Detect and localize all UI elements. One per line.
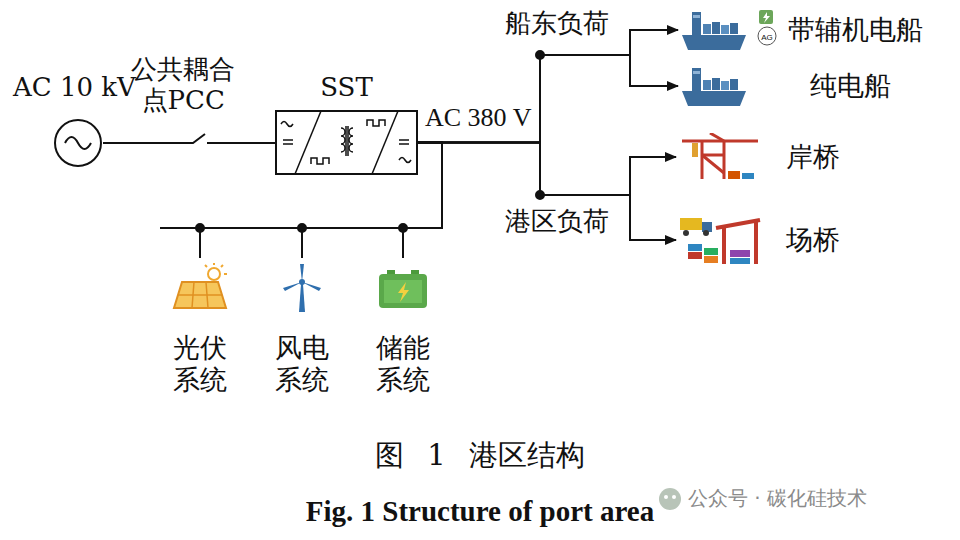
icon — [682, 8, 782, 52]
system-label: 光伏系统 — [172, 332, 229, 397]
watermark: 公众号 · 碳化硅技术 — [688, 486, 867, 510]
pv-system: 光伏系统 — [170, 258, 230, 397]
watermark-icon — [659, 488, 681, 510]
sst-box: SST — [275, 110, 418, 175]
text-label: 港区负荷 — [505, 206, 609, 237]
connector — [418, 143, 676, 241]
crane-load: 场桥 — [680, 214, 840, 266]
crane-load: 岸桥 — [680, 133, 840, 181]
load-label: 岸桥 — [786, 141, 840, 173]
icon — [680, 214, 780, 266]
system-label: 储能系统 — [375, 332, 432, 397]
icon — [680, 133, 780, 181]
ship-load: 纯电船 — [682, 64, 891, 108]
edge-label: 公共耦合点PCC — [126, 54, 240, 116]
icon — [170, 262, 230, 312]
wind-system: 风电系统 — [272, 258, 332, 397]
text-label: AG — [757, 33, 777, 43]
figure-caption: 图 1 港区结构 — [0, 438, 960, 473]
load-label: 纯电船 — [810, 70, 891, 102]
dc-bus-stub — [160, 227, 200, 229]
node-heading: SST — [320, 72, 373, 103]
connector — [418, 143, 676, 196]
icon — [682, 64, 804, 108]
icon — [53, 118, 103, 168]
icon — [275, 110, 418, 175]
text-label: AC 380 V — [425, 102, 531, 133]
connector — [418, 30, 678, 143]
icon — [272, 262, 332, 312]
connector — [418, 55, 678, 143]
load-label: 带辅机电船 — [788, 14, 923, 46]
node-heading: AC 10 kV — [13, 72, 136, 103]
icon — [373, 262, 433, 312]
storage-system: 储能系统 — [373, 258, 433, 397]
text-label: 船东负荷 — [505, 8, 609, 39]
load-label: 场桥 — [786, 224, 840, 256]
ac-source: AC 10 kV — [53, 118, 103, 168]
ship-load: 带辅机电船 — [682, 8, 923, 52]
connector — [103, 134, 275, 143]
system-label: 风电系统 — [274, 332, 331, 397]
